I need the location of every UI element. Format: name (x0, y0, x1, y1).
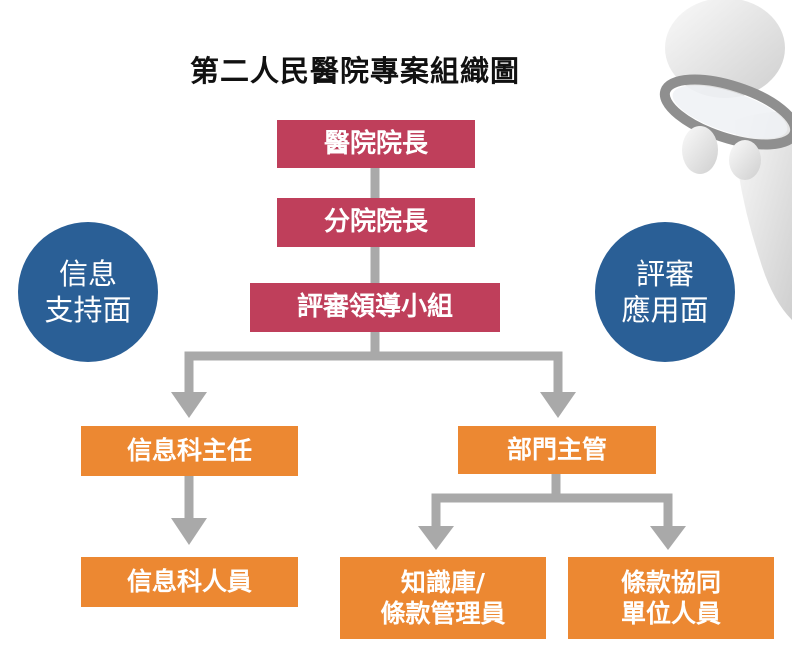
coordinating-unit-staff-box: 條款協同 單位人員 (568, 557, 774, 639)
department-head-box: 部門主管 (458, 426, 656, 474)
it-director-box: 信息科主任 (81, 426, 298, 476)
chart-title: 第二人民醫院專案組織圖 (189, 54, 520, 88)
review-application-line1: 評審 (635, 256, 694, 291)
coordinators-line2: 單位人員 (620, 599, 721, 628)
arrow-down-icon (540, 392, 576, 418)
arrow-down-icon (418, 526, 454, 550)
info-support-line2: 支持面 (44, 293, 132, 327)
coordinators-line1: 條款協同 (620, 567, 721, 597)
it-staff-box: 信息科人員 (81, 557, 298, 607)
knowledge-base-line1: 知識庫/ (400, 567, 486, 597)
hospital-president-box: 醫院院長 (277, 120, 475, 168)
review-application-line2: 應用面 (621, 293, 709, 327)
info-support-line1: 信息 (58, 256, 117, 291)
knowledge-base-line2: 條款管理員 (380, 599, 506, 628)
arrow-down-icon (171, 518, 207, 545)
branch-president-box: 分院院長 (277, 198, 475, 247)
arrow-down-icon (650, 526, 686, 550)
arrow-down-icon (171, 392, 207, 418)
info-support-circle: 信息 支持面 (18, 222, 158, 362)
steering-group-box: 評審領導小組 (250, 283, 500, 332)
knowledge-base-admin-box: 知識庫/ 條款管理員 (340, 557, 546, 639)
review-application-circle: 評審 應用面 (595, 222, 735, 362)
